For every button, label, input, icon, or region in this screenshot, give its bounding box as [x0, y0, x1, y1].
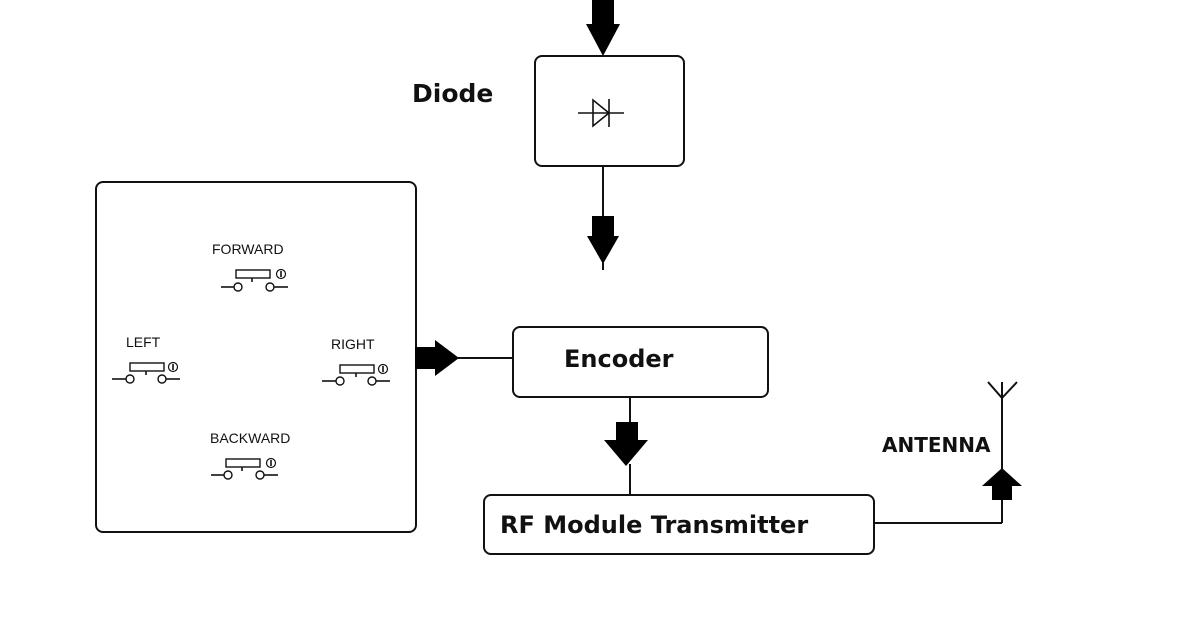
rf-transmitter-block: RF Module Transmitter: [483, 494, 875, 555]
rf-to-antenna-wire: [874, 468, 1022, 524]
panel-to-encoder-arrow: [415, 340, 513, 376]
forward-label: FORWARD: [212, 241, 284, 257]
backward-label: BACKWARD: [210, 430, 290, 446]
left-pushbutton-icon: [112, 361, 180, 384]
left-label: LEFT: [126, 334, 161, 350]
forward-pushbutton-icon: [221, 268, 288, 292]
encoder-to-rf-arrow: [604, 397, 648, 495]
diode-label: Diode: [412, 79, 493, 108]
switch-panel: FORWARD LEFT RIGHT: [95, 181, 417, 533]
backward-pushbutton-icon: [211, 457, 278, 480]
diode-block: [534, 55, 685, 167]
diode-output-arrow: [587, 166, 619, 270]
right-label: RIGHT: [331, 336, 375, 352]
antenna-label: ANTENNA: [882, 433, 991, 457]
antenna-icon: [987, 381, 1018, 470]
right-pushbutton-icon: [322, 363, 390, 386]
encoder-block: Encoder: [512, 326, 769, 398]
rf-label: RF Module Transmitter: [500, 511, 808, 539]
diode-symbol-icon: [578, 98, 624, 128]
encoder-label: Encoder: [564, 345, 674, 373]
input-arrow: [586, 0, 620, 56]
